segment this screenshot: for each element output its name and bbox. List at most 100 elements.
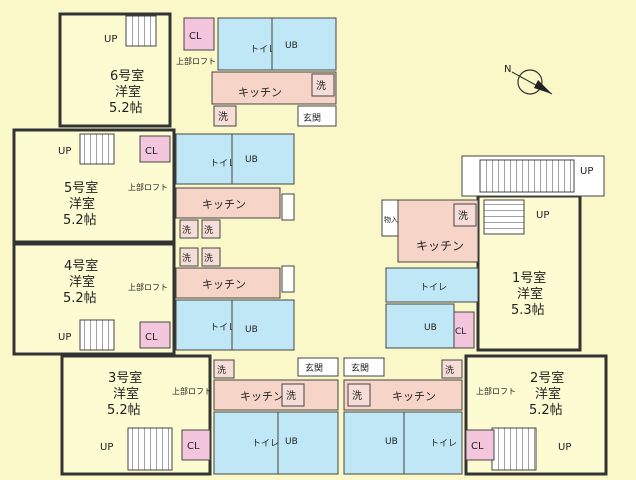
room-1-name: 1号室 — [512, 270, 546, 286]
room-5-type: 洋室 — [69, 196, 95, 212]
room-4-wash-label-1: 洗 — [182, 252, 191, 264]
unit-6: UP CL 上部ロフト トイレ UB キッチン 洗 洗 玄関 6号室 洋室 5.… — [58, 12, 337, 128]
room-4-up-label: UP — [58, 332, 71, 343]
room-5-bath — [231, 133, 295, 185]
room-1-wash-label: 洗 — [458, 210, 468, 222]
room-5-stairs — [79, 133, 115, 165]
unit-5: UP CL 上部ロフト トイレ UB キッチン 洗 洗 5号室 洋室 5.2帖 — [12, 128, 295, 244]
room-3-wash-2 — [281, 383, 305, 407]
room-4-bath — [231, 299, 295, 351]
room-1-closet-label: CL — [455, 327, 466, 337]
room-5-up-label: UP — [58, 146, 71, 157]
room-6-name: 6号室 — [110, 68, 144, 84]
room-5-size: 5.2帖 — [63, 213, 97, 228]
room-3-closet — [181, 429, 211, 461]
room-1-type: 洋室 — [517, 286, 543, 302]
room-5-wash-2 — [201, 219, 221, 239]
room-4-closet — [139, 321, 171, 349]
exterior-stairs-steps — [479, 159, 575, 193]
room-5-shelf — [281, 193, 295, 221]
room-2-name: 2号室 — [530, 370, 564, 386]
room-5-loft-label: 上部ロフト — [128, 182, 168, 192]
room-2-wash-label-2: 洗 — [352, 390, 362, 402]
room-5-ub-label: UB — [245, 155, 258, 165]
room-5-kitchen — [175, 187, 281, 219]
room-3-kitchen-label: キッチン — [240, 390, 284, 403]
room-4-kitchen-label: キッチン — [202, 278, 246, 291]
room-3-bath — [277, 411, 339, 475]
room-6-entrance-label: 玄関 — [303, 112, 321, 124]
room-4-name: 4号室 — [64, 258, 98, 274]
room-6-closet — [183, 17, 215, 51]
room-2-entrance-label: 玄関 — [351, 362, 369, 374]
room-3-up-label: UP — [100, 442, 113, 453]
room-3-type: 洋室 — [113, 386, 139, 402]
room-1-size: 5.3帖 — [511, 303, 545, 318]
compass-circle — [517, 69, 543, 95]
room-3-wash-1 — [213, 359, 235, 379]
room-4-size: 5.2帖 — [63, 291, 97, 306]
room-5-wash-label-1: 洗 — [182, 224, 191, 236]
room-4-wash-1 — [179, 247, 199, 267]
room-5-wc — [175, 133, 233, 185]
room-6-stairs — [125, 15, 157, 47]
compass-north-label: N — [504, 64, 511, 75]
room-2-wash-1 — [441, 359, 463, 379]
room-2-wash-2 — [347, 383, 371, 407]
room-6-type: 洋室 — [115, 84, 141, 100]
room-5-wash-label-2: 洗 — [204, 224, 213, 236]
room-6-closet-label: CL — [189, 31, 202, 42]
exterior-stairs-up-label: UP — [580, 166, 593, 177]
room-3-loft-label: 上部ロフト — [172, 386, 212, 396]
room-1-closet — [453, 311, 475, 349]
room-4-wash-2 — [201, 247, 221, 267]
room-1-wc — [385, 267, 479, 303]
room-6-wash-2 — [213, 105, 237, 127]
room-2-size: 5.2帖 — [529, 403, 563, 418]
room-2-closet-label: CL — [471, 441, 484, 452]
room-4-wc — [175, 299, 233, 351]
room-2-bath — [343, 411, 405, 475]
room-1-stairs — [483, 199, 525, 235]
room-3-name: 3号室 — [108, 370, 142, 386]
room-2-kitchen-label: キッチン — [392, 390, 436, 403]
room-5-closet-label: CL — [145, 146, 158, 157]
room-6-wash-label-2: 洗 — [218, 111, 228, 123]
room-6-loft-label: 上部ロフト — [176, 56, 216, 66]
room-2-closet — [465, 429, 495, 461]
room-1-kitchen-label: キッチン — [416, 239, 464, 253]
room-6-toilet-label: トイレ — [250, 45, 277, 55]
room-1-wash — [453, 203, 477, 227]
room-2-stairs — [491, 427, 537, 471]
room-2-wc — [403, 411, 463, 475]
room-2-type: 洋室 — [535, 386, 561, 402]
room-3-wc — [213, 411, 279, 475]
room-3-entrance — [297, 357, 339, 377]
room-4-loft-label: 上部ロフト — [128, 282, 168, 292]
room-1-shelf-label: 物入 — [384, 215, 398, 224]
room-1-toilet-label: トイレ — [420, 283, 447, 293]
room-4-stairs — [79, 319, 115, 351]
room-1-ub-label: UB — [424, 323, 437, 333]
room-3-wash-label-2: 洗 — [286, 390, 296, 402]
room-3-entrance-label: 玄関 — [305, 362, 323, 374]
room-5-closet — [139, 135, 171, 163]
room-4-closet-label: CL — [145, 332, 158, 343]
room-2-loft-label: 上部ロフト — [476, 386, 516, 396]
room-4-wash-label-2: 洗 — [204, 252, 213, 264]
room-3-kitchen — [213, 379, 339, 411]
room-3-size: 5.2帖 — [107, 403, 141, 418]
room-2-wash-label-1: 洗 — [445, 364, 454, 376]
room-2-toilet-label: トイレ — [430, 439, 457, 449]
room-4-toilet-label: トイレ — [210, 323, 237, 333]
room-6-entrance — [297, 105, 337, 127]
room-6-wc — [217, 17, 273, 71]
room-6-up-label: UP — [104, 34, 117, 45]
room-3-ub-label: UB — [285, 437, 298, 447]
room-5-wash-1 — [179, 219, 199, 239]
room-5-kitchen-label: キッチン — [202, 198, 246, 211]
room-6-wash-label-1: 洗 — [316, 80, 326, 92]
room-5-toilet-label: トイレ — [210, 159, 237, 169]
room-3-closet-label: CL — [187, 441, 200, 452]
room-3-wash-label-1: 洗 — [217, 364, 226, 376]
